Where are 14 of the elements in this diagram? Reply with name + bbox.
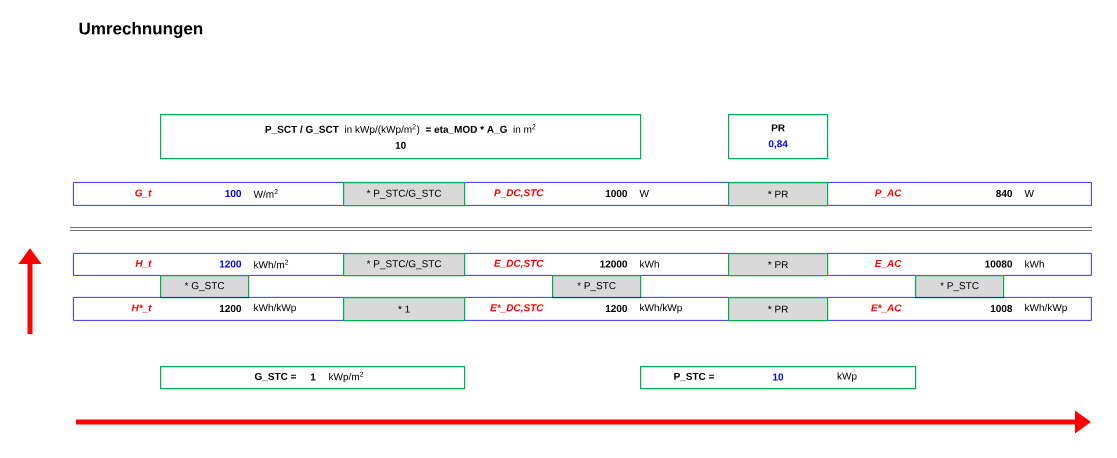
factor-box: * PR bbox=[728, 182, 829, 207]
factor-box: * P_STC/G_STC bbox=[343, 182, 466, 207]
factor-box: * P_STC/G_STC bbox=[343, 253, 466, 277]
parameter-box: P_STC = 10 kWp bbox=[640, 366, 917, 390]
formula-box: P_SCT / G_SCT in kWp/(kWp/m$^{2}$) = eta_MOD * A_G in m$^{2}$ 10 bbox=[160, 114, 642, 160]
factor-box: * P_STC bbox=[915, 275, 1005, 299]
parameter-box: G_STC = 1 kWp/m$^{2}$ bbox=[160, 366, 466, 390]
factor-box: * 1 bbox=[343, 297, 466, 322]
factor-box: * P_STC bbox=[552, 275, 642, 299]
factor-box: * PR bbox=[728, 297, 829, 322]
value-box: PR 0,84 bbox=[728, 114, 829, 160]
factor-box: * G_STC bbox=[160, 275, 250, 299]
factor-box: * PR bbox=[728, 253, 829, 277]
title: Umrechnungen bbox=[79, 22, 203, 38]
